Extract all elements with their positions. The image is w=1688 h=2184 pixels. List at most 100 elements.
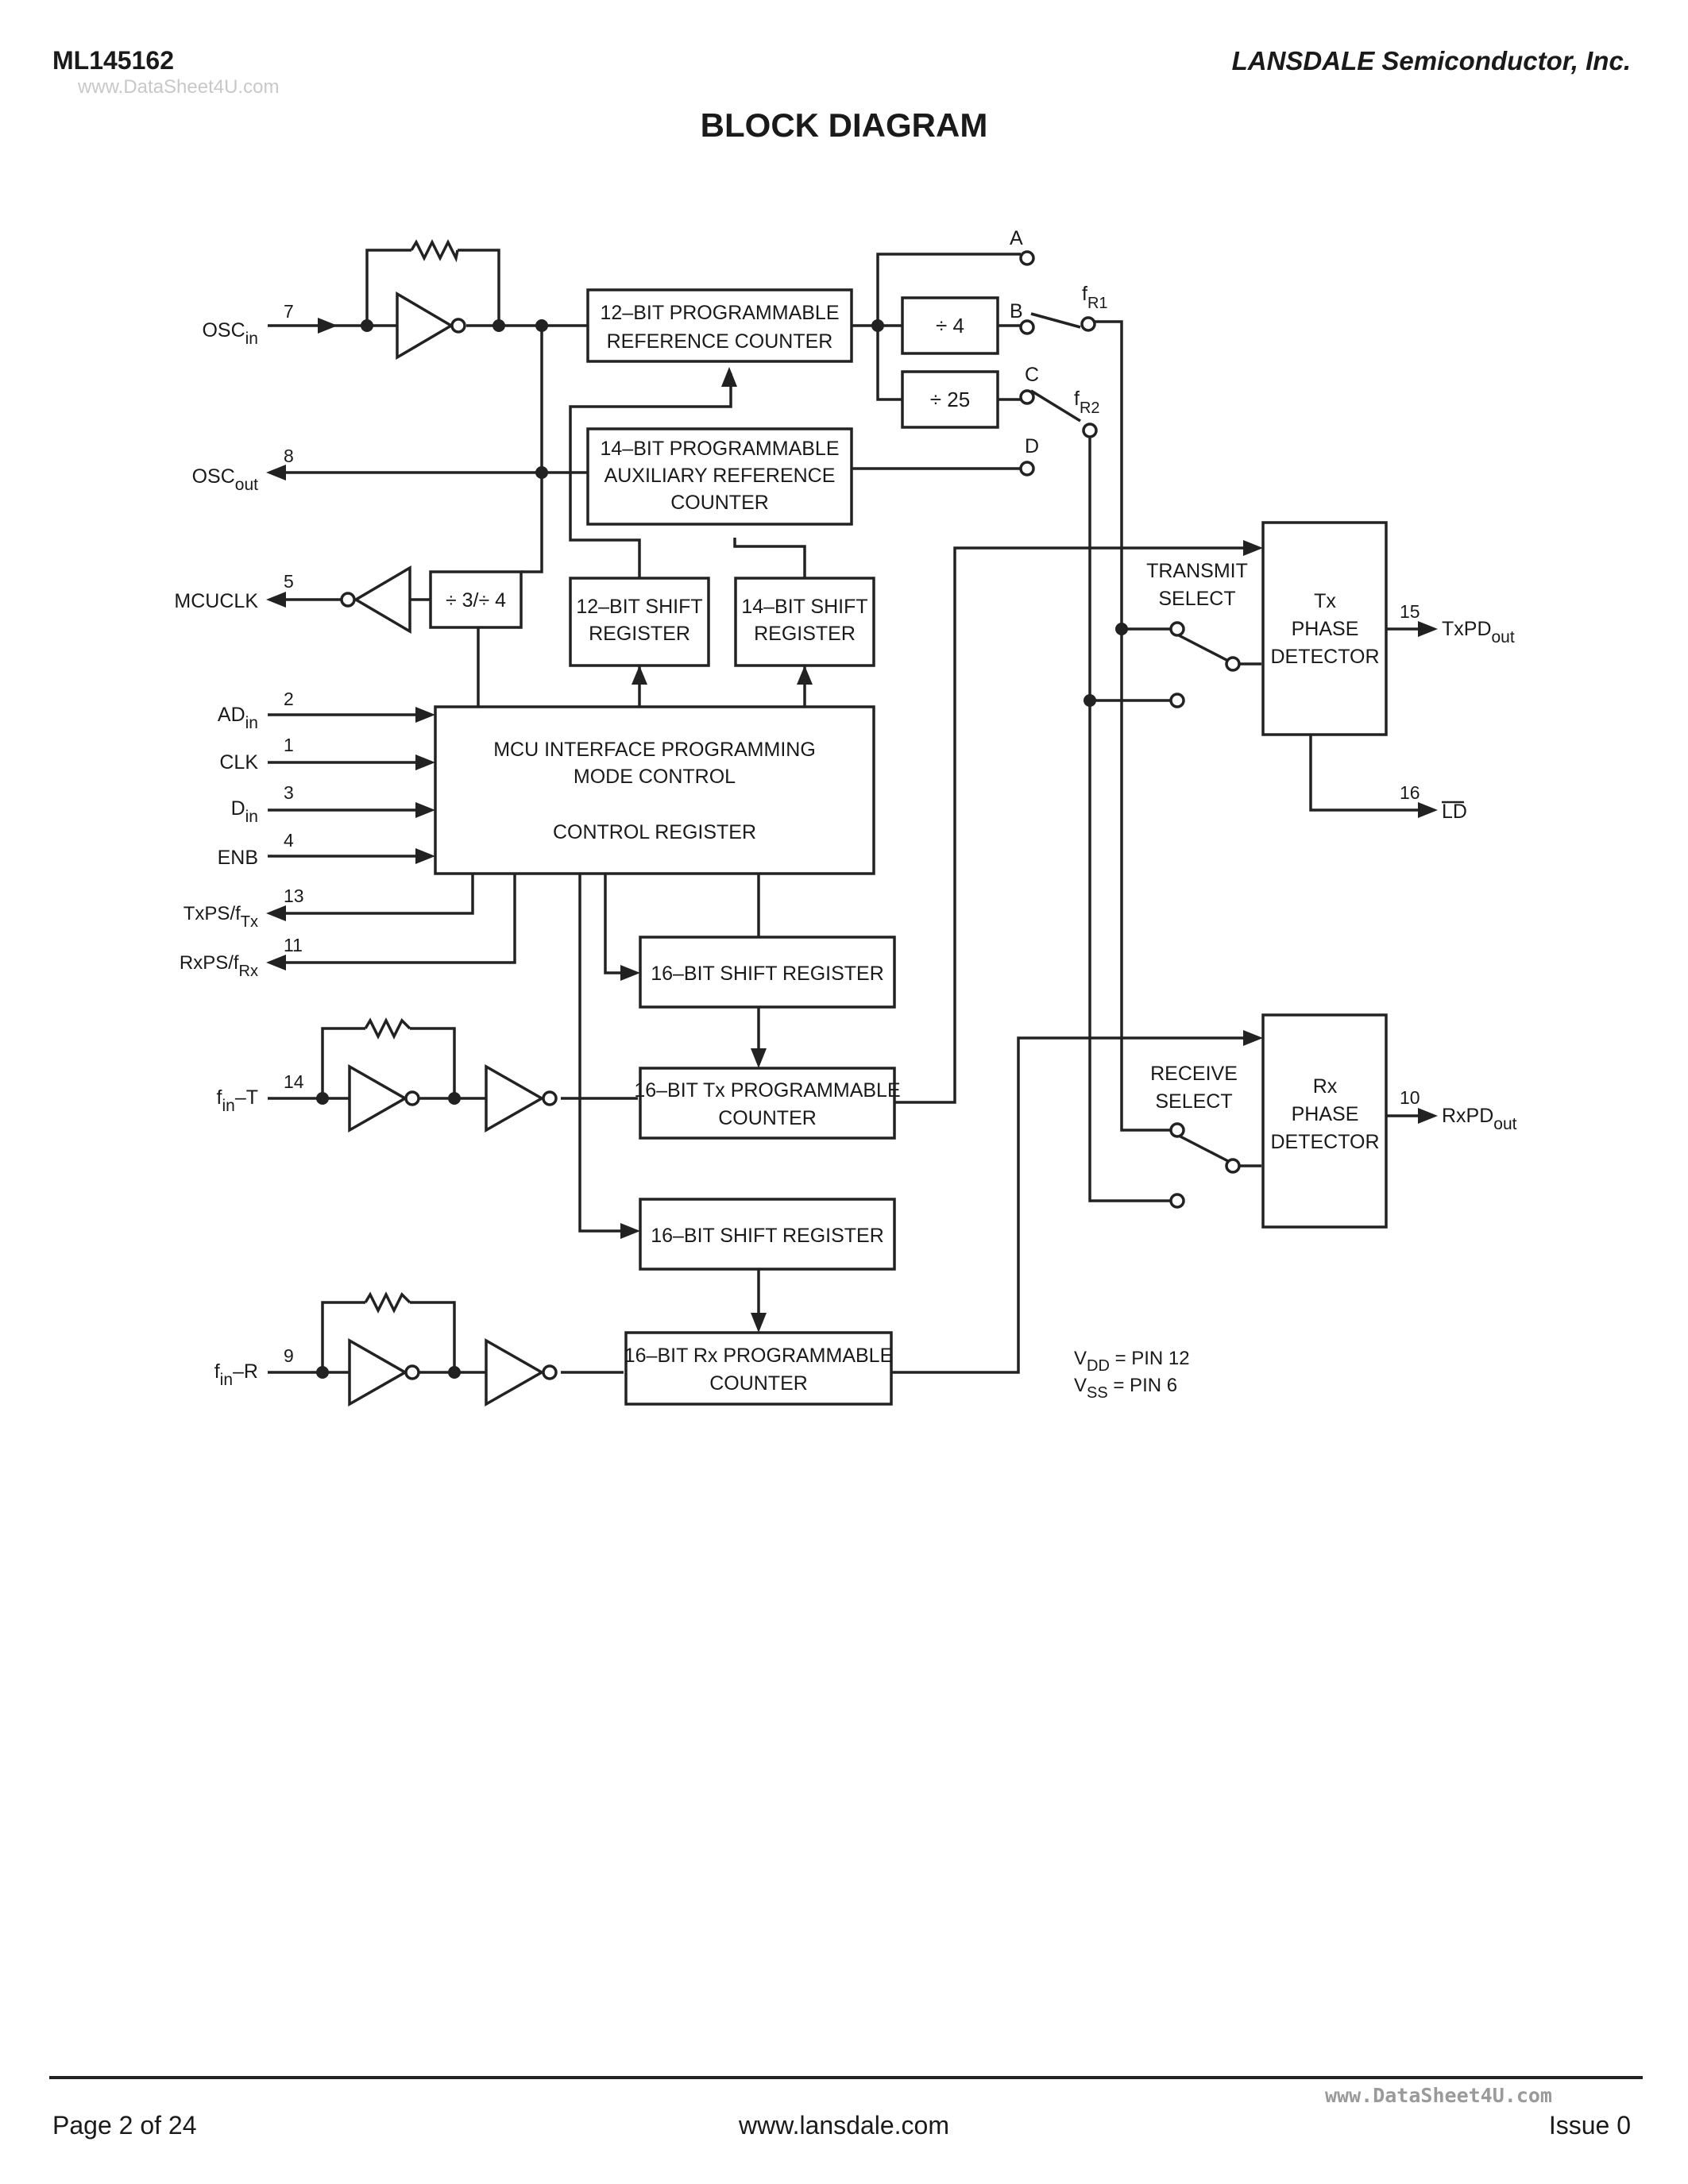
shift14-line2: REGISTER — [754, 623, 856, 645]
pin-names: OSCin OSCout MCUCLK ADin CLK Din ENB TxP… — [174, 319, 1516, 1389]
pin-num-5: 5 — [284, 571, 294, 592]
inverters — [340, 291, 558, 1407]
transmit-select-line1: TRANSMIT — [1146, 560, 1248, 582]
pin-osc-in: OSCin — [202, 319, 258, 348]
pin-num-4: 4 — [284, 830, 294, 851]
pin-enb: ENB — [218, 847, 258, 869]
receive-select-line2: SELECT — [1155, 1090, 1232, 1113]
pin-rxpd-out: RxPDout — [1442, 1105, 1517, 1133]
footer-rule — [49, 2076, 1643, 2079]
ref-counter-block: 12–BIT PROGRAMMABLE REFERENCE COUNTER — [586, 288, 853, 363]
rx-phase-detector-block: Rx PHASE DETECTOR — [1261, 1013, 1388, 1229]
page-title: BLOCK DIAGRAM — [700, 106, 988, 144]
shift16b-block: 16–BIT SHIFT REGISTER — [639, 1198, 896, 1271]
shift16a-block: 16–BIT SHIFT REGISTER — [639, 936, 896, 1009]
fin-r-inverter-1 — [348, 1337, 408, 1407]
pin-txps: TxPS/fTx — [183, 903, 258, 931]
div4-label: ÷ 4 — [936, 314, 964, 338]
shift16b-label: 16–BIT SHIFT REGISTER — [651, 1225, 884, 1247]
shift14-line1: 14–BIT SHIFT — [741, 596, 867, 618]
tx-counter-block: 16–BIT Tx PROGRAMMABLE COUNTER — [634, 1067, 901, 1140]
fin-t-inverter-1 — [348, 1063, 408, 1133]
ref-counter-line1: 12–BIT PROGRAMMABLE — [600, 302, 839, 324]
div25-block: ÷ 25 — [901, 370, 999, 429]
pin-fin-t: fin–T — [217, 1086, 259, 1115]
tx-pd-line2: PHASE — [1292, 618, 1359, 640]
footer-url[interactable]: www.lansdale.com — [739, 2111, 949, 2140]
pin-num-15: 15 — [1400, 601, 1420, 622]
rx-counter-line1: 16–BIT Rx PROGRAMMABLE — [624, 1345, 894, 1367]
rx-pd-line3: DETECTOR — [1270, 1131, 1379, 1153]
rx-pd-line1: Rx — [1313, 1075, 1338, 1098]
footer-watermark: www.DataSheet4U.com — [1325, 2084, 1552, 2107]
pin-num-2: 2 — [284, 689, 294, 709]
tap-b-label: B — [1010, 300, 1023, 322]
mcu-line2: MODE CONTROL — [574, 766, 736, 788]
tap-c-label: C — [1025, 364, 1039, 386]
tx-pd-line1: Tx — [1314, 590, 1336, 612]
tap-d-label: D — [1025, 435, 1039, 457]
mcu-line3: CONTROL REGISTER — [553, 821, 756, 843]
shift12-block: 12–BIT SHIFT REGISTER — [569, 577, 710, 667]
pin-num-14: 14 — [284, 1071, 304, 1092]
shift14-block: 14–BIT SHIFT REGISTER — [734, 577, 875, 667]
header-watermark: www.DataSheet4U.com — [78, 76, 280, 98]
transmit-select-line2: SELECT — [1158, 588, 1235, 610]
pin-num-3: 3 — [284, 782, 294, 803]
mcu-line1: MCU INTERFACE PROGRAMMING — [493, 739, 816, 761]
pin-num-16: 16 — [1400, 782, 1420, 803]
ref-counter-line2: REFERENCE COUNTER — [607, 330, 833, 353]
tap-a-label: A — [1010, 227, 1023, 249]
div4-block: ÷ 4 — [901, 296, 999, 355]
junctions — [316, 319, 1128, 1379]
switch-contacts — [1019, 250, 1241, 1209]
rx-pd-line2: PHASE — [1292, 1103, 1359, 1125]
page-number: Page 2 of 24 — [52, 2111, 197, 2140]
pin-txpd-out: TxPDout — [1442, 618, 1515, 646]
arrowheads — [266, 318, 1438, 1333]
pin-num-13: 13 — [284, 886, 304, 906]
shift12-line1: 12–BIT SHIFT — [576, 596, 702, 618]
pin-rxps: RxPS/fRx — [180, 952, 258, 980]
aux-counter-line3: COUNTER — [670, 492, 769, 514]
aux-counter-line1: 14–BIT PROGRAMMABLE — [600, 438, 839, 460]
tx-pd-line3: DETECTOR — [1270, 646, 1379, 668]
rx-counter-line2: COUNTER — [709, 1372, 808, 1395]
aux-counter-line2: AUXILIARY REFERENCE — [605, 465, 836, 487]
fin-r-inverter-2 — [485, 1337, 545, 1407]
div34-block: ÷ 3/÷ 4 — [429, 570, 523, 629]
pin-ad-in: ADin — [218, 704, 258, 732]
company-name: LANSDALE Semiconductor, Inc. — [1231, 46, 1631, 75]
mcuclk-buffer — [353, 565, 411, 635]
vdd-note: VDD = PIN 12 — [1074, 1348, 1190, 1375]
fr1-label: fR1 — [1082, 283, 1108, 312]
tx-counter-line2: COUNTER — [718, 1107, 817, 1129]
div25-label: ÷ 25 — [930, 388, 970, 411]
osc-inverter — [396, 291, 454, 361]
pin-num-8: 8 — [284, 446, 294, 466]
shift16a-label: 16–BIT SHIFT REGISTER — [651, 963, 884, 985]
pin-osc-out: OSCout — [192, 465, 259, 494]
tx-counter-line1: 16–BIT Tx PROGRAMMABLE — [634, 1079, 900, 1102]
pin-fin-r: fin–R — [214, 1360, 258, 1389]
shift12-line2: REGISTER — [589, 623, 690, 645]
issue-label: Issue 0 — [1548, 2111, 1631, 2140]
tx-phase-detector-block: Tx PHASE DETECTOR — [1261, 521, 1388, 736]
pin-num-11: 11 — [284, 935, 303, 955]
pin-num-10: 10 — [1400, 1087, 1420, 1108]
receive-select-line1: RECEIVE — [1150, 1063, 1238, 1085]
pin-num-9: 9 — [284, 1345, 294, 1366]
fin-t-inverter-2 — [485, 1063, 545, 1133]
rx-counter-block: 16–BIT Rx PROGRAMMABLE COUNTER — [624, 1331, 894, 1406]
aux-counter-block: 14–BIT PROGRAMMABLE AUXILIARY REFERENCE … — [586, 427, 853, 526]
pin-num-1: 1 — [284, 735, 294, 755]
div34-label: ÷ 3/÷ 4 — [446, 589, 506, 612]
pin-numbers: 7 8 5 2 1 3 4 13 11 14 9 15 16 10 — [284, 301, 1420, 1366]
vss-note: VSS = PIN 6 — [1074, 1375, 1177, 1402]
pin-clk: CLK — [219, 751, 258, 774]
fr2-label: fR2 — [1074, 388, 1100, 417]
mcu-interface-block: MCU INTERFACE PROGRAMMING MODE CONTROL C… — [434, 705, 875, 875]
pin-mcuclk: MCUCLK — [174, 590, 258, 612]
pin-d-in: Din — [231, 797, 258, 826]
